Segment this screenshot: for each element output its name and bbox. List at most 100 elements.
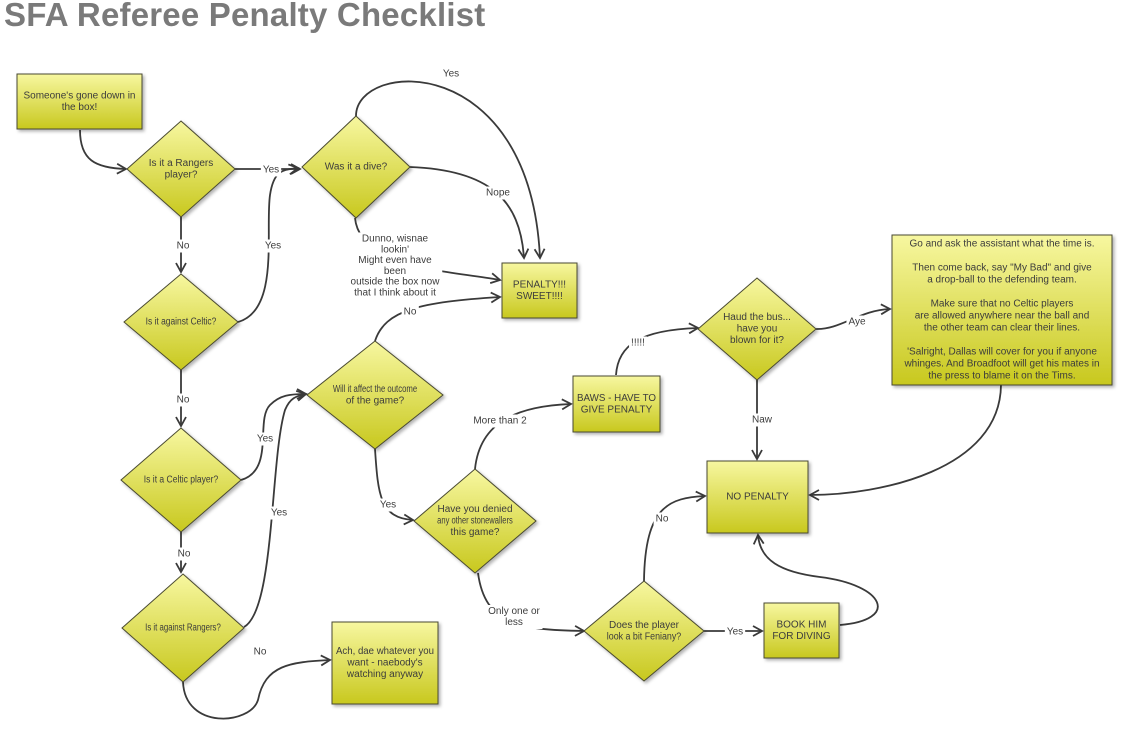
connector-arrow <box>808 384 1002 501</box>
edge-label: less <box>505 617 523 628</box>
box-shape <box>16 73 143 130</box>
node-assistant: Go and ask the assistant what the time i… <box>891 234 1113 386</box>
node-label: Is it a Rangers <box>149 158 213 169</box>
edge-label-against-rangers-yes: Yes <box>268 506 290 520</box>
node-label: the box! <box>62 102 98 113</box>
node-label: Have you denied <box>437 504 512 515</box>
node-label: SWEET!!!! <box>516 291 563 302</box>
node-label: Then come back, say "My Bad" and give <box>912 263 1092 274</box>
edge-label-affect-no: No <box>401 305 419 319</box>
connector-arrow <box>182 654 332 720</box>
edge-label: Yes <box>443 69 459 80</box>
node-against-celtic: Is it against Celtic? <box>123 273 239 371</box>
edge-label: !!!!! <box>631 338 645 349</box>
edge-label-celtic-player-yes: Yes <box>254 432 276 446</box>
node-label: want - naebody's <box>346 658 422 669</box>
box-shape <box>763 602 840 659</box>
node-label: the press to blame it on the Tims. <box>928 371 1075 382</box>
edge-label-feniany-yes: Yes <box>724 625 746 639</box>
box-shape <box>891 234 1113 386</box>
connector-arrow <box>79 129 128 175</box>
label-background <box>377 498 399 512</box>
edge-assistant-to-nopen <box>808 384 1002 501</box>
label-background <box>348 232 443 300</box>
edge-label: Aye <box>848 317 865 328</box>
edge-label: No <box>254 647 267 658</box>
edge-label-against-rangers-no: No <box>251 645 269 659</box>
box-shape <box>331 621 439 705</box>
node-celtic-player: Is it a Celtic player? <box>120 427 242 533</box>
edge-affect-no <box>374 291 502 342</box>
node-label: any other stonewallers <box>437 516 513 527</box>
node-label: this game? <box>451 527 500 538</box>
connector-arrow <box>615 322 700 376</box>
edge-book-to-nopen <box>752 533 879 626</box>
node-label: Go and ask the assistant what the time i… <box>909 239 1094 250</box>
edge-label-dive-nope: Nope <box>484 186 513 200</box>
label-background <box>471 414 530 428</box>
decision-shape <box>123 273 239 371</box>
node-against-rangers: Is it against Rangers? <box>121 573 245 683</box>
node-label: Was it a dive? <box>325 162 388 173</box>
edge-label: Yes <box>265 241 281 252</box>
label-background <box>440 67 462 81</box>
label-background <box>401 305 419 319</box>
edge-label: No <box>177 395 190 406</box>
label-background <box>268 506 290 520</box>
connector-arrow <box>240 388 308 481</box>
edge-label: More than 2 <box>473 416 527 427</box>
decision-shape <box>413 468 537 574</box>
node-label: watching anyway <box>346 669 423 680</box>
connector-arrow <box>643 490 707 582</box>
edge-start-to-rangers <box>79 129 128 175</box>
connector-arrow <box>374 291 502 342</box>
edge-label-celtic-no: No <box>174 393 192 407</box>
node-label: are allowed anywhere near the ball and <box>915 311 1090 322</box>
node-label: a drop-ball to the defending team. <box>927 275 1077 286</box>
label-background <box>749 413 775 427</box>
edge-label: Might even have <box>358 255 432 266</box>
edge-label-denied-more: More than 2 <box>471 414 530 428</box>
decision-shape <box>120 427 242 533</box>
edge-label-dive-yes: Yes <box>440 67 462 81</box>
node-label: have you <box>737 324 778 335</box>
edge-label: Yes <box>263 165 279 176</box>
edge-label: No <box>656 514 669 525</box>
connector-arrow <box>474 398 573 470</box>
node-label: Is it against Rangers? <box>145 623 221 634</box>
edge-label-bus-naw: Naw <box>749 413 775 427</box>
node-no-penalty: NO PENALTY <box>706 460 809 534</box>
label-background <box>174 239 192 253</box>
decision-shape <box>121 573 245 683</box>
node-label: Does the player <box>609 620 680 631</box>
edge-label-rangers-no: No <box>174 239 192 253</box>
node-label: blown for it? <box>730 335 784 346</box>
decision-shape <box>306 340 444 450</box>
label-background <box>175 547 193 561</box>
node-label: Will it affect the outcome <box>333 384 418 395</box>
edge-label: lookin' <box>381 244 409 255</box>
edge-label: Naw <box>752 415 773 426</box>
edge-baws-to-bus <box>615 322 700 376</box>
label-background <box>484 186 513 200</box>
box-shape <box>706 460 809 534</box>
node-label: of the game? <box>346 395 405 406</box>
edge-denied-more <box>474 398 573 470</box>
edge-label: No <box>178 549 191 560</box>
edge-label: Yes <box>257 434 273 445</box>
connector-arrow <box>243 390 308 628</box>
connector-arrow <box>752 533 879 626</box>
edge-label: Yes <box>380 500 396 511</box>
node-label: player? <box>165 169 198 180</box>
edge-label: that I think about it <box>354 288 436 299</box>
edge-label-feniany-no: No <box>653 512 671 526</box>
